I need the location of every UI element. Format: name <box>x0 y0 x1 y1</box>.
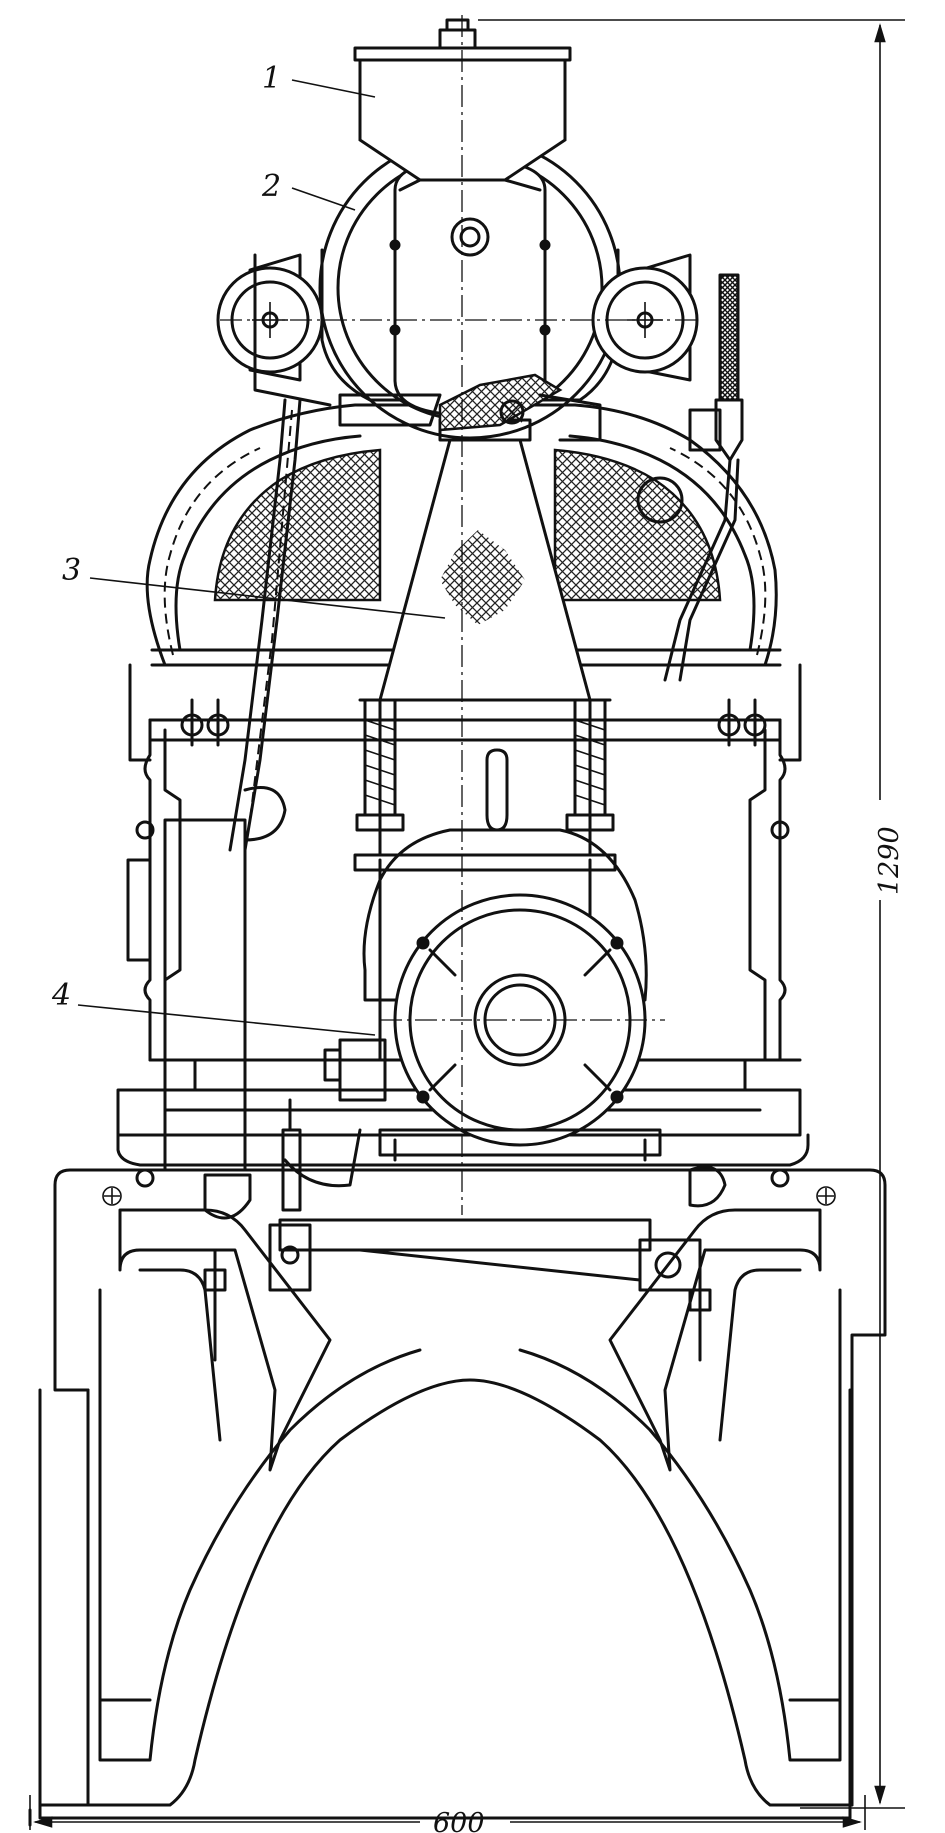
bolt <box>688 1268 712 1362</box>
bolt <box>770 1168 790 1188</box>
control-lever <box>636 273 744 682</box>
cable-conduit <box>228 398 362 1188</box>
bolt <box>203 1248 227 1362</box>
bolt <box>135 1168 155 1188</box>
dimension-lines <box>29 19 905 1830</box>
bolt <box>206 698 230 747</box>
callout-1: 1 <box>262 61 281 96</box>
main-frame <box>128 403 802 1062</box>
leader-lines <box>77 79 446 1036</box>
center-lines <box>220 15 700 1215</box>
callout-3: 3 <box>62 553 81 588</box>
bolt <box>743 698 767 747</box>
callout-2: 2 <box>261 169 281 204</box>
bolts <box>135 698 790 1362</box>
base-stand <box>28 1168 887 1827</box>
sieve-screen <box>213 448 722 602</box>
crusher-housing <box>318 136 622 442</box>
width-dimension-label: 600 <box>433 1808 485 1833</box>
bolt <box>717 698 741 747</box>
callout-4: 4 <box>51 978 71 1013</box>
bolt <box>770 820 790 840</box>
control-box <box>126 786 287 1172</box>
height-dimension-label: 1290 <box>874 826 905 895</box>
bolt <box>180 698 204 747</box>
bolt <box>135 820 155 840</box>
